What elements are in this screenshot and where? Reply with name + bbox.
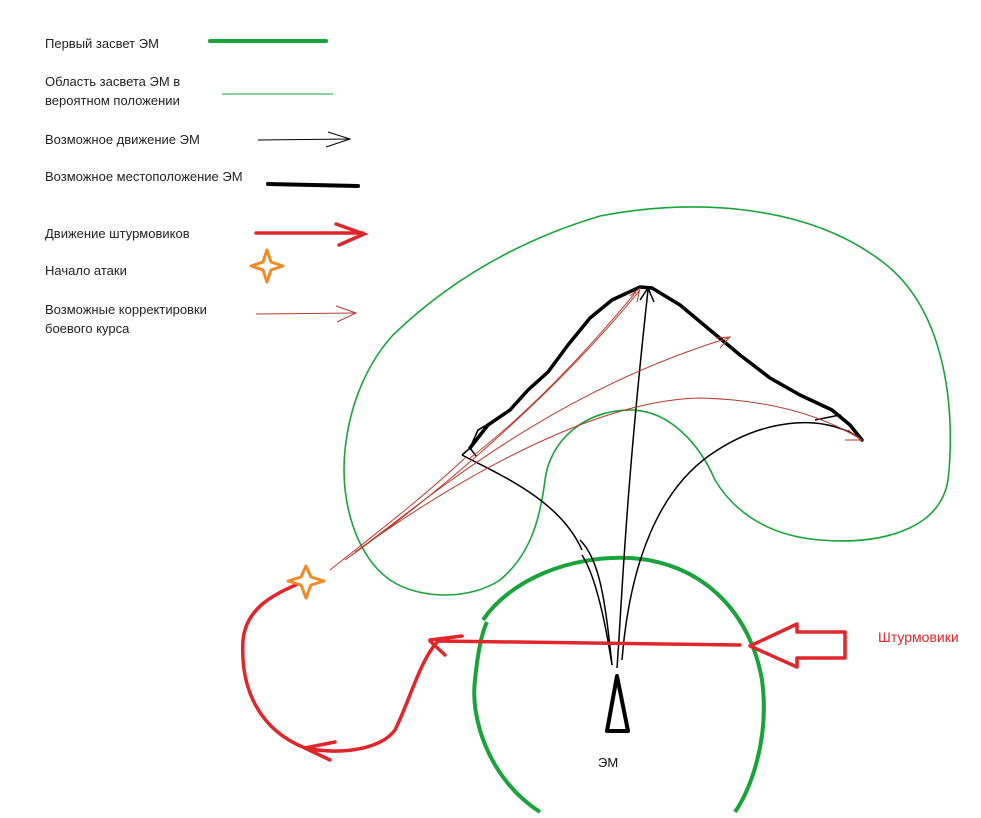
legend-attack-aircraft-movement-label: Движение штурмовиков <box>45 226 190 241</box>
legend-attack-aircraft-movement-swatch <box>254 222 369 247</box>
attack-start-star-icon <box>286 564 326 600</box>
attack-aircraft-path <box>240 580 742 762</box>
ship-triangle-icon <box>605 674 630 733</box>
probable-exposure-area-outline <box>343 206 952 596</box>
possible-location-line <box>468 285 864 450</box>
possible-location-stroke-detail <box>469 419 496 449</box>
possible-location-stroke-detail-2 <box>814 414 861 439</box>
legend-course-corrections-label: Возможные корректировки боевого курса <box>45 302 207 336</box>
legend-course-corrections-swatch <box>255 305 358 323</box>
legend-possible-location-label: Возможное местоположение ЭМ <box>45 169 243 184</box>
legend-attack-start-icon <box>249 248 285 284</box>
first-exposure-circle <box>472 555 766 814</box>
attack-aircraft-arrow-icon <box>748 622 847 669</box>
legend-possible-location-swatch <box>266 182 360 188</box>
legend-possible-movement-swatch <box>257 131 352 148</box>
legend-attack-start-label: Начало атаки <box>45 263 127 278</box>
legend-possible-movement-label: Возможное движение ЭМ <box>45 132 200 147</box>
attack-aircraft-label: Штурмовики <box>878 629 959 645</box>
em-label: ЭМ <box>598 755 619 770</box>
course-correction-lines <box>329 286 864 571</box>
legend-probable-area-label: Область засвета ЭМ в вероятном положении <box>45 74 181 108</box>
legend-first-exposure-label: Первый засвет ЭМ <box>45 36 159 51</box>
possible-movement-lines <box>461 286 861 669</box>
